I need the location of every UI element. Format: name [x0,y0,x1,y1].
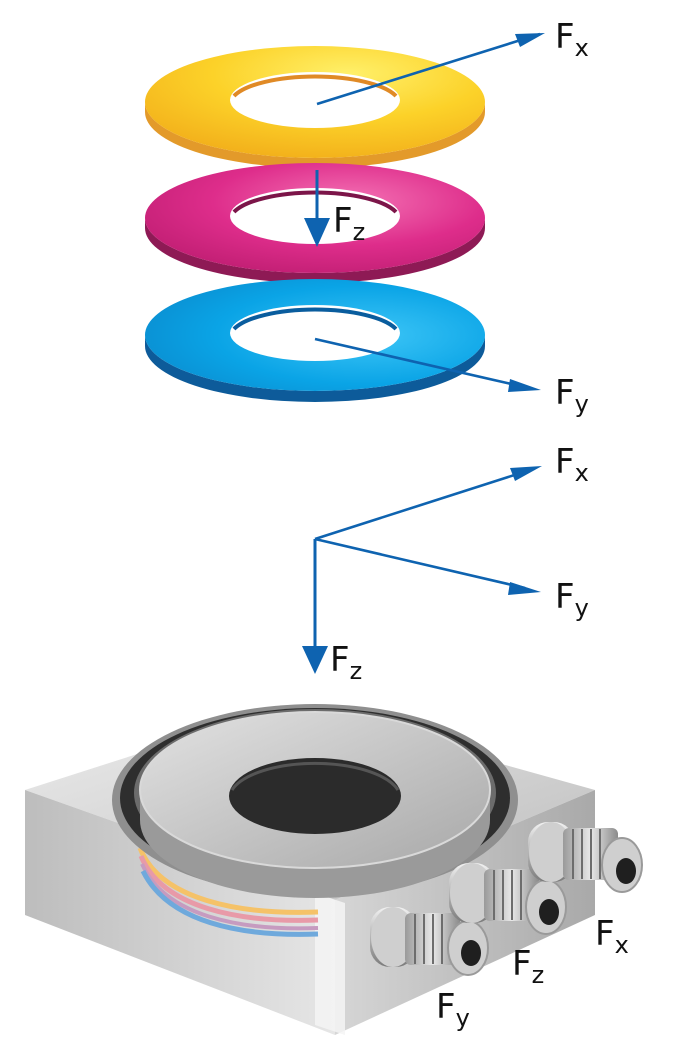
arrow-fz-ring-head [304,218,330,247]
label-fz-axis: Fz [330,640,362,685]
axis-fx-head [510,466,542,481]
arrow-fx-ring-head [515,33,545,47]
yellow-ring [145,46,485,168]
axis-fy-head [508,582,541,595]
label-fz-connector: Fz [512,944,544,989]
sensor-layer-bands [137,847,319,937]
connector-fx [528,822,643,893]
arrow-fx-ring [316,32,541,106]
label-fy-ring: Fy [555,373,589,418]
connector-fz [449,863,567,935]
label-fx-ring: Fx [555,17,589,62]
coordinate-axes [302,466,542,674]
ring-force-arrows [304,32,545,392]
label-fz-ring: Fz [333,201,365,246]
axis-fz-head [302,646,328,674]
label-fx-axis: Fx [555,442,589,487]
arrow-fy-ring-head [508,379,541,392]
connector-fy [370,907,489,976]
magenta-ring [145,163,485,283]
label-fx-connector: Fx [595,914,629,959]
arrow-fy-ring [314,337,521,388]
axis-fy [314,537,526,590]
label-fy-connector: Fy [436,987,470,1032]
axis-fx [314,468,531,541]
label-fy-axis: Fy [555,577,589,622]
sensor-body [25,704,595,1035]
cyan-ring [145,279,485,402]
